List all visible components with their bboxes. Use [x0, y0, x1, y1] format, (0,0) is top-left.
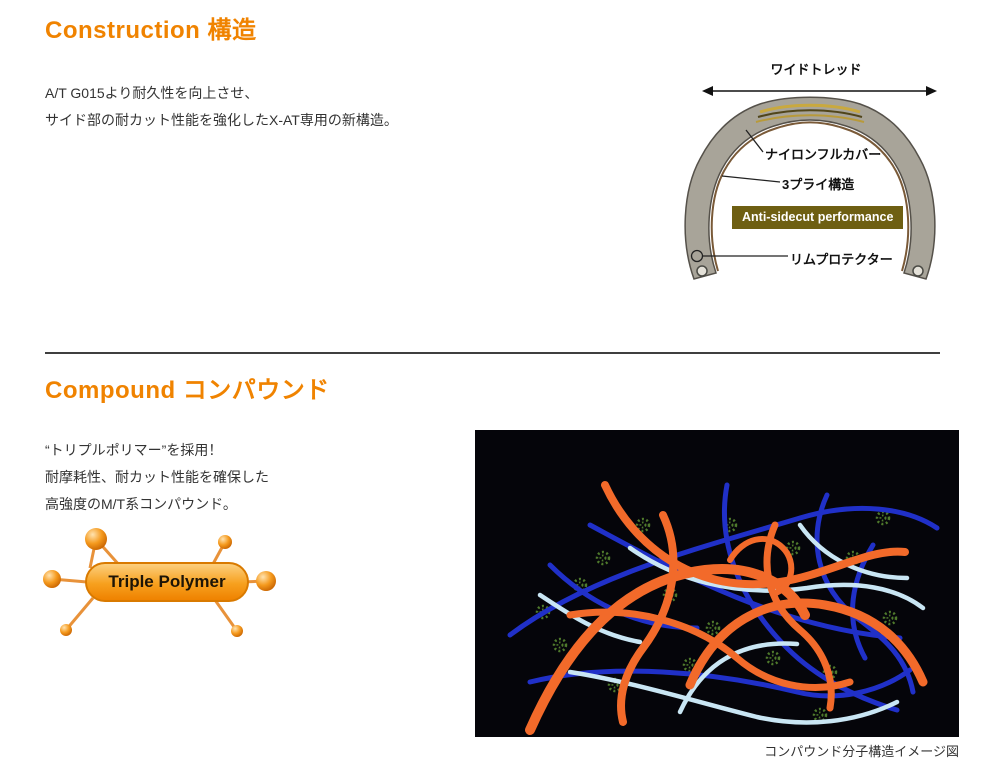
arrowhead-left: [702, 86, 713, 96]
tire-inner-liner: [710, 121, 910, 272]
rim-protector-marker: [690, 249, 704, 263]
tire-construction-diagram: ワイドトレッド ナイロンフルカバー 3プライ構造 Anti-sidecut pe…: [650, 55, 962, 307]
compound-description-line: “トリプルポリマー”を採用！: [45, 442, 223, 458]
molecule-spheres: [43, 528, 276, 637]
bead-right: [912, 265, 924, 277]
construction-title: Construction 構造: [45, 17, 257, 44]
leader-nylon: [745, 129, 764, 153]
three-ply-label: 3プライ構造: [782, 177, 855, 192]
rim-protector-label: リムプロテクター: [790, 252, 893, 267]
construction-description-line: A/T G015より耐久性を向上させ、: [45, 85, 259, 101]
wide-tread-label: ワイドトレッド: [770, 62, 862, 77]
compound-description-line: 耐摩耗性、耐カット性能を確保した: [45, 469, 269, 485]
tire-cross-section-illustration: [684, 86, 937, 280]
tire-shell: [684, 96, 936, 280]
nylon-full-cover-label: ナイロンフルカバー: [765, 147, 882, 162]
anti-sidecut-badge: Anti-sidecut performance: [732, 206, 904, 229]
compound-molecular-image: [475, 430, 959, 737]
molecular-structure-illustration: [475, 430, 959, 737]
compound-title: Compound コンパウンド: [45, 377, 330, 404]
tread-belt: [757, 109, 863, 118]
bead-left: [696, 265, 708, 277]
leader-three-ply: [721, 175, 781, 183]
triple-polymer-graphic: Triple Polymer: [35, 518, 297, 660]
molecule-decoration: [43, 528, 276, 637]
image-caption: コンパウンド分子構造イメージ図: [764, 744, 959, 759]
arrowhead-right: [926, 86, 937, 96]
section-divider: [45, 352, 940, 354]
tread-belt: [755, 114, 865, 123]
construction-description-line: サイド部の耐カット性能を強化したX-AT専用の新構造。: [45, 112, 398, 128]
compound-description-line: 高強度のM/T系コンパウンド。: [45, 496, 237, 512]
tread-belt: [759, 103, 861, 114]
triple-polymer-badge: Triple Polymer: [85, 562, 249, 602]
orange-polymer-chains: [525, 481, 928, 735]
